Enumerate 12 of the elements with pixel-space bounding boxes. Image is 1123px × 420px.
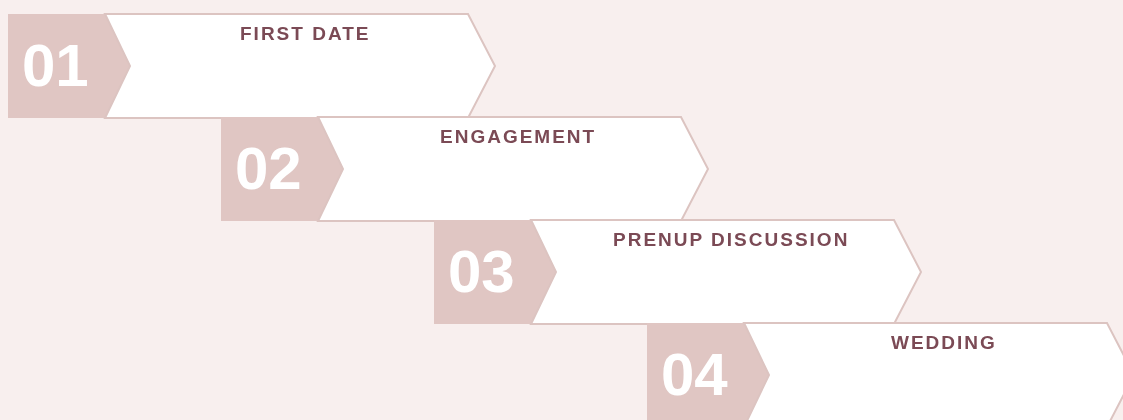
step-banner: [318, 117, 708, 221]
step-title: FIRST DATE: [240, 22, 371, 46]
step-banner: [531, 220, 921, 324]
step-number: 03: [448, 238, 515, 306]
step-banner: [105, 14, 495, 118]
step-title: WEDDING: [891, 331, 997, 355]
step-number: 02: [235, 135, 302, 203]
step-number: 01: [22, 32, 89, 100]
step-title: ENGAGEMENT: [440, 125, 597, 149]
step-banner: [744, 323, 1123, 420]
step-title: PRENUP DISCUSSION: [613, 228, 850, 252]
step-number: 04: [661, 341, 728, 409]
